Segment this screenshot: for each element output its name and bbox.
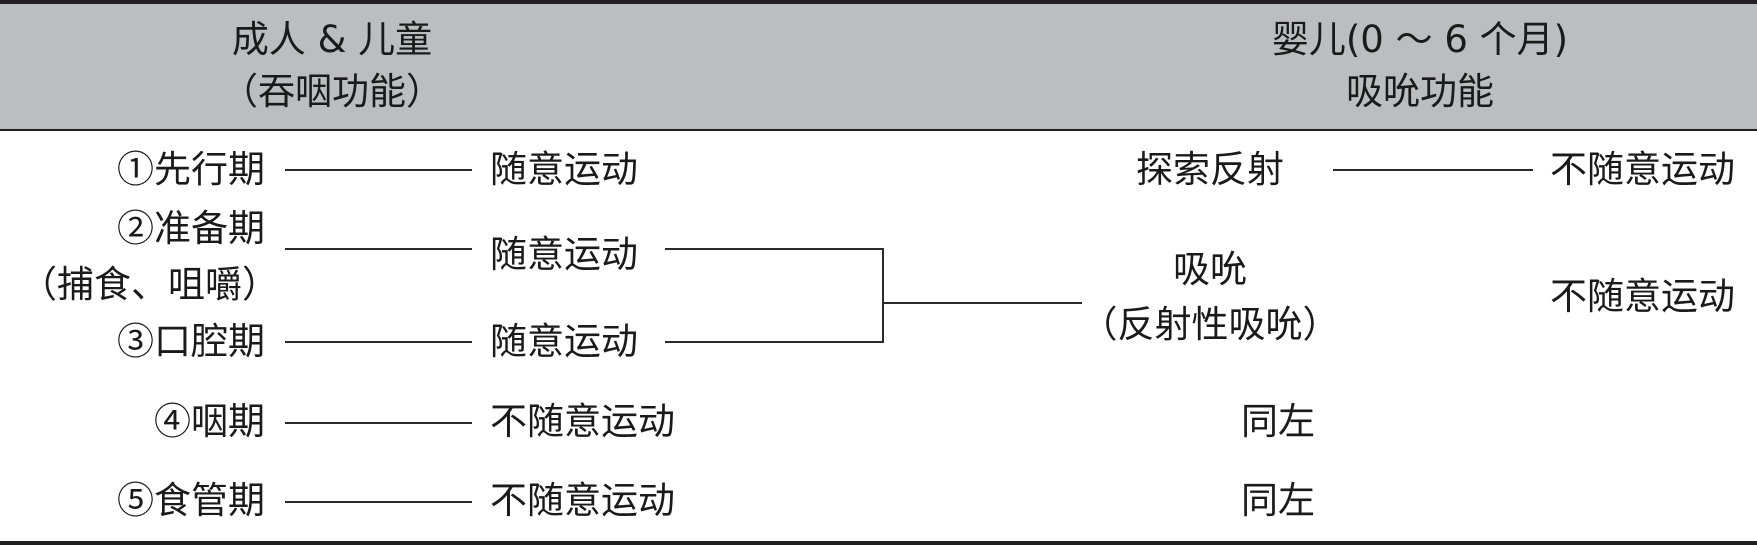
bottom-border	[0, 541, 1757, 545]
infant-phase-sucking-sub: （反射性吸吮）	[1080, 303, 1340, 346]
adult-phase-4: ④咽期	[154, 400, 265, 443]
connector-adult-4	[285, 422, 472, 424]
adult-phase-2-sub: （捕食、咀嚼）	[20, 263, 279, 306]
adult-phase-3: ③口腔期	[117, 320, 265, 363]
top-border	[0, 0, 1757, 4]
infant-type-1: 不随意运动	[1550, 148, 1735, 191]
adult-type-2: 随意运动	[490, 233, 638, 276]
bracket-bottom-arm	[665, 341, 883, 343]
header-divider	[0, 129, 1757, 131]
adult-type-3: 随意运动	[490, 320, 638, 363]
adult-type-1: 随意运动	[490, 148, 638, 191]
adult-type-4: 不随意运动	[490, 400, 675, 443]
infant-header-title: 婴儿(0 ～ 6 个月)	[1271, 18, 1569, 61]
header-band	[0, 4, 1757, 129]
connector-adult-2	[285, 248, 472, 250]
adult-header-subtitle: （吞咽功能）	[221, 70, 443, 113]
infant-phase-4: 同左	[1241, 400, 1315, 443]
adult-header-title: 成人 & 儿童	[231, 18, 433, 61]
infant-phase-1: 探索反射	[1136, 148, 1284, 191]
connector-adult-1	[285, 169, 472, 171]
infant-phase-5: 同左	[1241, 479, 1315, 522]
bracket-spine	[882, 248, 884, 343]
adult-type-5: 不随意运动	[490, 479, 675, 522]
adult-phase-2: ②准备期	[117, 207, 265, 250]
adult-phase-1: ①先行期	[117, 148, 265, 191]
infant-header-subtitle: 吸吮功能	[1346, 70, 1494, 113]
connector-infant-1	[1333, 169, 1533, 171]
infant-phase-sucking: 吸吮	[1173, 248, 1247, 291]
connector-adult-5	[285, 501, 472, 503]
connector-adult-3	[285, 341, 472, 343]
infant-type-sucking: 不随意运动	[1550, 275, 1735, 318]
bracket-link	[882, 302, 1082, 304]
bracket-top-arm	[665, 248, 883, 250]
adult-phase-5: ⑤食管期	[117, 479, 265, 522]
